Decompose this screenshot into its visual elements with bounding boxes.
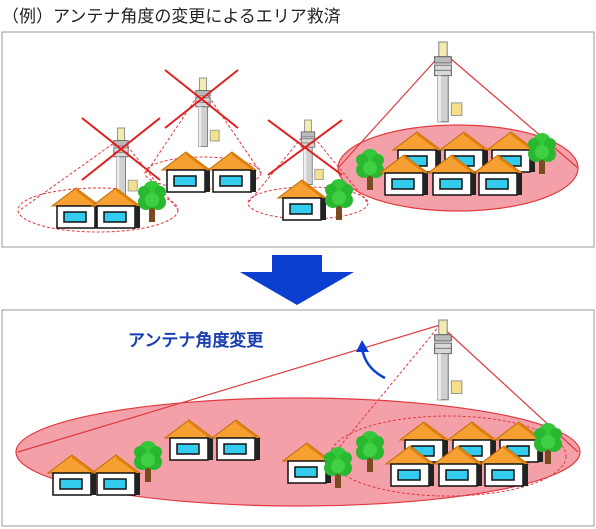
x-mark-icon bbox=[81, 117, 161, 181]
tilt-change-label: アンテナ角度変更 bbox=[128, 330, 264, 351]
down-arrow-icon bbox=[240, 255, 354, 305]
small-coverage-area-3 bbox=[247, 186, 369, 220]
original-coverage-area bbox=[329, 415, 567, 497]
figure-title: （例）アンテナ角度の変更によるエリア救済 bbox=[2, 7, 341, 27]
beam-lines-original bbox=[331, 324, 441, 457]
x-mark-icon bbox=[267, 119, 343, 176]
x-mark-icon bbox=[164, 69, 239, 129]
arrow-head bbox=[356, 340, 369, 352]
beam-lines-large bbox=[337, 51, 579, 169]
